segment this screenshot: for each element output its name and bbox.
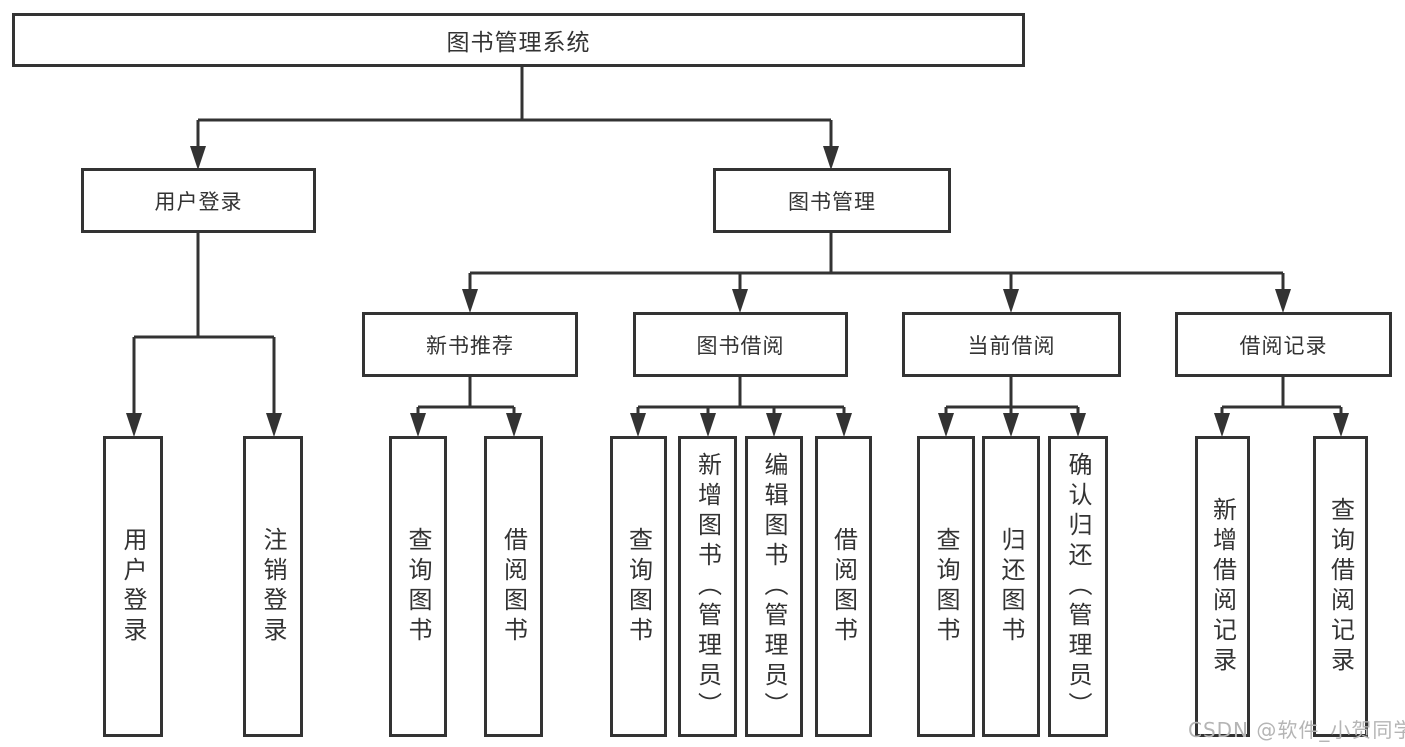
leaf-newbook-query-books: 查询图书 <box>389 436 447 737</box>
leaf-borrow-query-books: 查询图书 <box>610 436 667 737</box>
node-new-book-recommend-label: 新书推荐 <box>426 333 514 358</box>
node-new-book-recommend: 新书推荐 <box>362 312 578 377</box>
leaf-logout-label: 注销登录 <box>259 526 287 647</box>
node-borrowing-records: 借阅记录 <box>1175 312 1392 377</box>
leaf-borrow-books: 借阅图书 <box>815 436 872 737</box>
leaf-confirm-return-admin: 确认归还（管理员） <box>1048 436 1108 737</box>
node-user-login-label: 用户登录 <box>154 189 243 214</box>
leaf-borrow-query-books-label: 查询图书 <box>624 526 653 647</box>
node-root-label: 图书管理系统 <box>446 30 591 56</box>
leaf-query-borrow-record: 查询借阅记录 <box>1313 436 1368 737</box>
leaf-return-books-label: 归还图书 <box>997 526 1025 647</box>
leaf-edit-books-admin: 编辑图书（管理员） <box>745 436 803 737</box>
leaf-edit-books-admin-label: 编辑图书（管理员） <box>760 451 788 722</box>
csdn-watermark: CSDN @软件_小贺同学 <box>1188 718 1405 742</box>
leaf-add-borrow-record: 新增借阅记录 <box>1195 436 1250 737</box>
node-root-system: 图书管理系统 <box>12 13 1025 67</box>
node-book-management-label: 图书管理 <box>788 189 876 214</box>
leaf-query-borrow-record-label: 查询借阅记录 <box>1326 496 1355 677</box>
node-book-borrowing: 图书借阅 <box>633 312 848 377</box>
leaf-confirm-return-admin-label: 确认归还（管理员） <box>1064 451 1092 722</box>
leaf-user-login-label: 用户登录 <box>119 526 147 647</box>
leaf-user-login: 用户登录 <box>103 436 163 737</box>
leaf-add-books-admin: 新增图书（管理员） <box>678 436 737 737</box>
node-book-borrowing-label: 图书借阅 <box>696 333 785 358</box>
leaf-current-query-books-label: 查询图书 <box>932 526 960 647</box>
node-book-management-module: 图书管理 <box>713 168 951 233</box>
leaf-current-query-books: 查询图书 <box>917 436 975 737</box>
leaf-add-books-admin-label: 新增图书（管理员） <box>693 451 722 722</box>
leaf-newbook-borrow-books: 借阅图书 <box>484 436 543 737</box>
leaf-logout: 注销登录 <box>243 436 303 737</box>
leaf-borrow-books-label: 借阅图书 <box>829 526 858 647</box>
node-current-borrowing-label: 当前借阅 <box>967 333 1056 358</box>
node-borrowing-records-label: 借阅记录 <box>1239 333 1328 358</box>
node-current-borrowing: 当前借阅 <box>902 312 1121 377</box>
leaf-return-books: 归还图书 <box>982 436 1040 737</box>
node-user-login-module: 用户登录 <box>81 168 316 233</box>
leaf-newbook-borrow-books-label: 借阅图书 <box>499 526 528 647</box>
leaf-add-borrow-record-label: 新增借阅记录 <box>1208 496 1237 677</box>
leaf-newbook-query-books-label: 查询图书 <box>404 526 432 647</box>
